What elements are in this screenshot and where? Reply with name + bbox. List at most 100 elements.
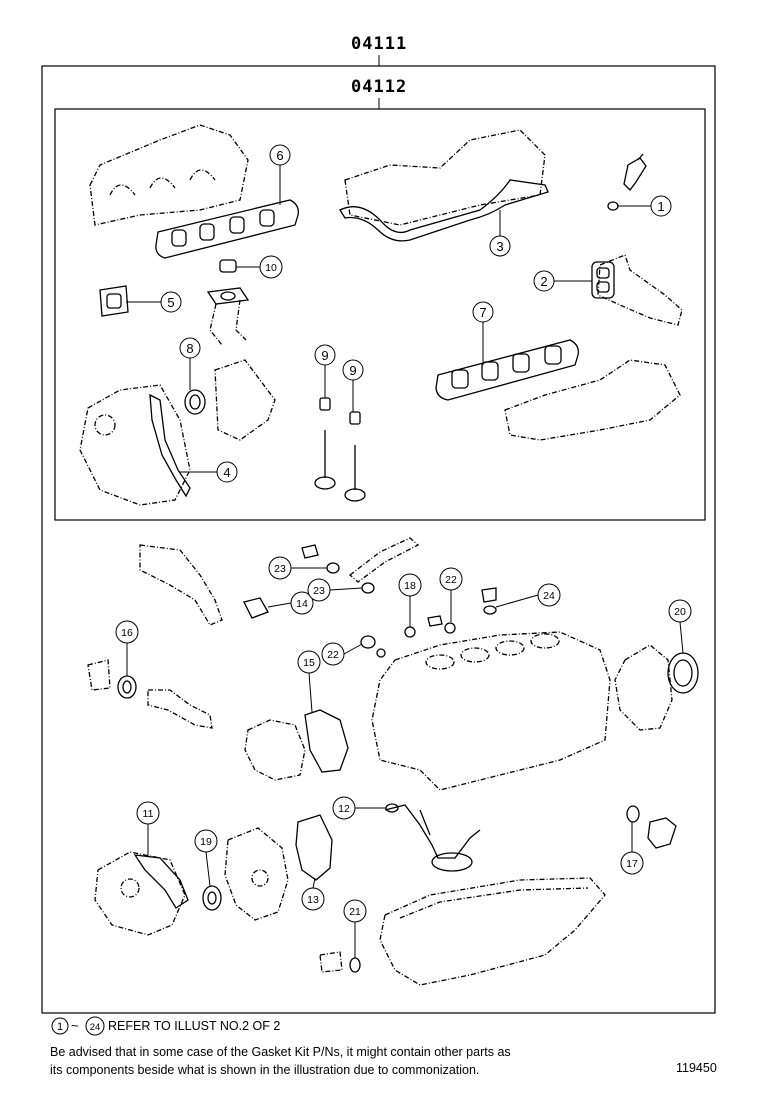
callout-4: 4 (216, 461, 238, 483)
callout-5: 5 (160, 291, 182, 313)
water-outlet-gasket (99, 285, 129, 317)
svg-text:16: 16 (121, 627, 133, 639)
spark-plug-tube-seal (607, 153, 647, 211)
gasket-23b (361, 582, 375, 594)
svg-text:24: 24 (543, 590, 555, 602)
water-inlet-pipe-outline (147, 689, 213, 729)
callout-11: 11 (136, 801, 160, 825)
gasket-23a (326, 562, 340, 574)
svg-text:23: 23 (274, 563, 286, 575)
oil-seal-8 (184, 389, 206, 415)
rear-oil-seal-retainer (614, 644, 699, 731)
intake-manifold-outline (89, 124, 249, 226)
svg-text:1: 1 (657, 199, 664, 214)
svg-text:22: 22 (327, 649, 339, 661)
advisory-line-1: Be advised that in some case of the Gask… (50, 1045, 511, 1059)
water-pump-outline (244, 719, 306, 781)
exhaust-manifold-outline (504, 359, 681, 441)
svg-text:18: 18 (404, 580, 416, 592)
svg-text:24: 24 (90, 1022, 101, 1033)
ref-tilde: ~ (71, 1018, 79, 1033)
svg-text:1: 1 (57, 1021, 63, 1033)
svg-text:8: 8 (186, 341, 193, 356)
ref-start-circle: 1 (51, 1017, 69, 1035)
oil-seal-19 (202, 885, 222, 911)
ref-end-circle: 24 (85, 1016, 105, 1036)
valve-stem-seal-a (314, 397, 336, 490)
svg-text:15: 15 (303, 657, 315, 669)
head-cover-gasket (339, 179, 549, 242)
plug-21 (319, 951, 361, 973)
timing-cover-outline (79, 359, 276, 506)
callout-23a: 23 (268, 556, 292, 580)
svg-text:6: 6 (276, 148, 283, 163)
callout-18: 18 (398, 573, 422, 597)
exhaust-pipe-gasket (591, 254, 683, 326)
inlet-pipe-gasket (206, 287, 250, 346)
svg-text:21: 21 (349, 906, 361, 918)
inner-kit-part-number: 04112 (351, 77, 408, 97)
timing-cover-gasket (149, 393, 191, 498)
gasket-22a (427, 615, 456, 634)
cylinder-head-cover-outline (344, 129, 546, 226)
gasket-14 (243, 597, 269, 619)
gasket-13 (295, 814, 333, 881)
svg-text:12: 12 (338, 803, 350, 815)
svg-text:20: 20 (674, 606, 686, 618)
oil-strainer-outline (384, 803, 481, 872)
svg-text:14: 14 (296, 598, 308, 610)
callout-16: 16 (115, 620, 139, 644)
o-ring-18 (404, 626, 416, 638)
oil-pan-outline (379, 877, 606, 986)
hose-outline (301, 537, 420, 583)
callout-9b: 9 (342, 359, 364, 381)
gasket-24 (481, 587, 497, 615)
callout-15: 15 (297, 650, 321, 674)
valve-stem-seal-b (344, 411, 366, 502)
svg-text:23: 23 (313, 585, 325, 597)
callout-8: 8 (179, 337, 201, 359)
callout-14: 14 (290, 591, 314, 615)
svg-text:2: 2 (540, 274, 547, 289)
nut-10 (219, 259, 237, 273)
illustration-id: 119450 (676, 1061, 717, 1075)
outer-kit-part-number: 04111 (351, 34, 408, 54)
oil-pump-cover-outline (94, 851, 186, 936)
svg-text:10: 10 (265, 262, 277, 274)
callout-17: 17 (620, 851, 644, 875)
advisory-line-2: its components beside what is shown in t… (50, 1063, 480, 1077)
svg-text:3: 3 (496, 239, 503, 254)
cylinder-block-outline (371, 631, 611, 791)
drain-plug-17 (626, 805, 677, 849)
svg-text:19: 19 (200, 836, 212, 848)
svg-text:13: 13 (307, 894, 319, 906)
callout-24: 24 (537, 583, 561, 607)
water-pump-gasket (304, 709, 349, 773)
intake-manifold-gasket (155, 199, 299, 259)
svg-text:5: 5 (167, 295, 174, 310)
oil-seal-16 (87, 659, 137, 699)
inner-kit-frame (54, 98, 706, 521)
callout-13: 13 (301, 887, 325, 911)
ref-note: REFER TO ILLUST NO.2 OF 2 (108, 1019, 281, 1033)
callout-2: 2 (533, 270, 555, 292)
water-bypass-pipe-outline (139, 544, 223, 626)
callout-23b: 23 (307, 578, 331, 602)
svg-text:4: 4 (223, 465, 230, 480)
callout-9a: 9 (314, 344, 336, 366)
svg-text:9: 9 (349, 363, 356, 378)
callout-19: 19 (194, 829, 218, 853)
callout-12: 12 (332, 796, 356, 820)
outer-kit-frame (41, 55, 716, 1014)
svg-text:22: 22 (445, 574, 457, 586)
svg-text:7: 7 (479, 305, 486, 320)
svg-text:9: 9 (321, 348, 328, 363)
callout-20: 20 (668, 599, 692, 623)
leader-lines (126, 165, 684, 958)
callout-22b: 22 (321, 642, 345, 666)
callout-7: 7 (472, 301, 494, 323)
gasket-22b (360, 635, 386, 658)
callout-22a: 22 (439, 567, 463, 591)
exhaust-manifold-gasket (435, 339, 579, 401)
